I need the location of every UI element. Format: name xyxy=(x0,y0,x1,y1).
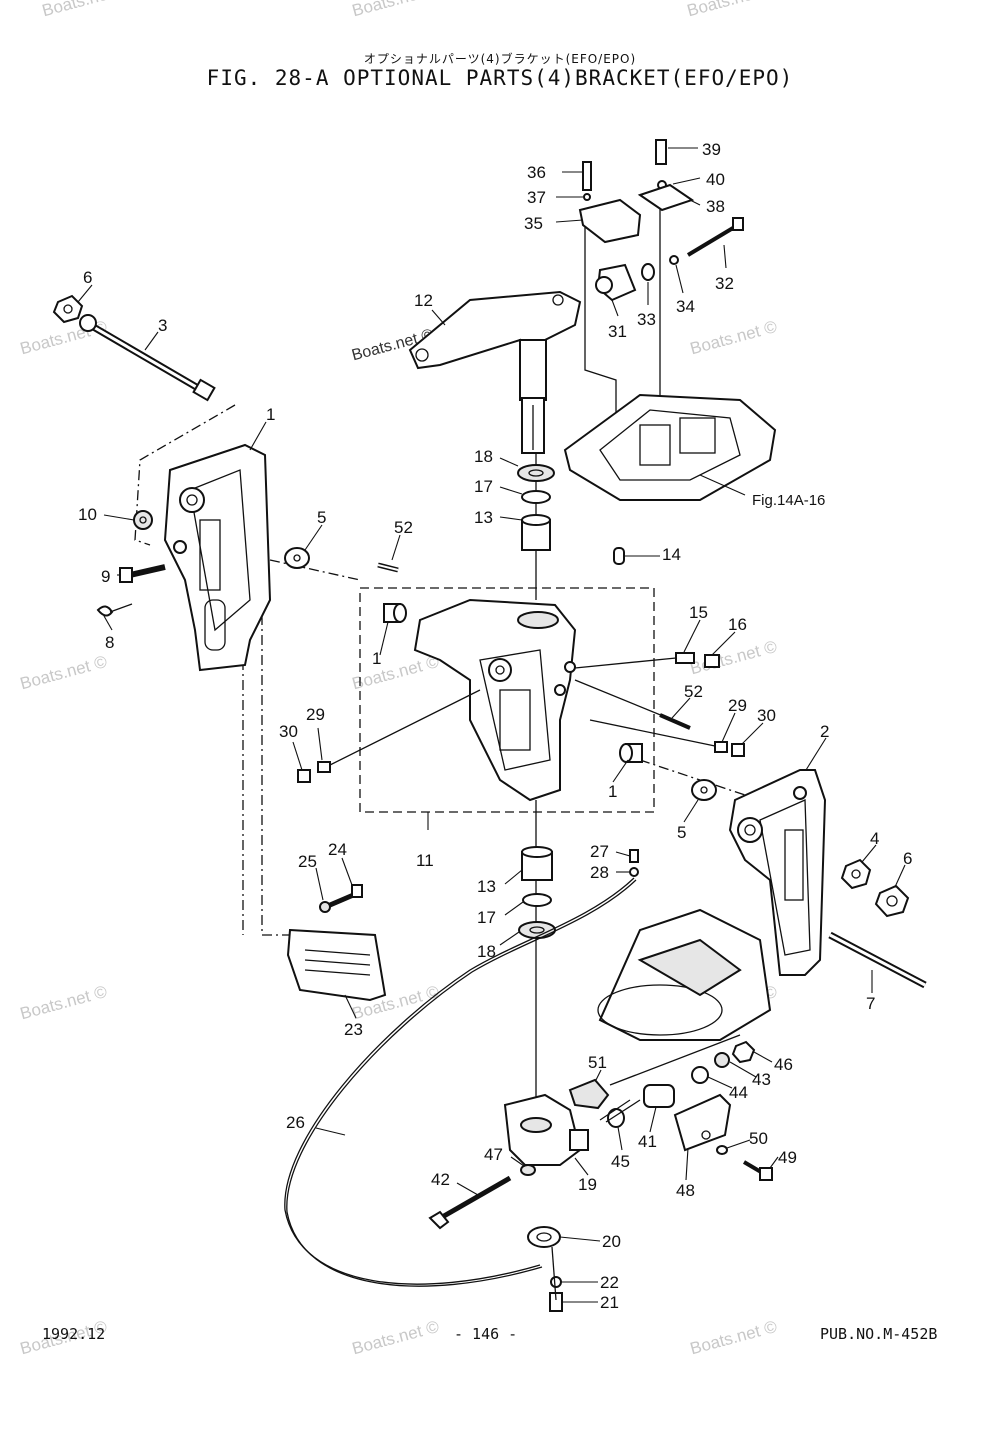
callout-40: 40 xyxy=(706,170,725,189)
callout-23: 23 xyxy=(344,1020,363,1039)
callout-45: 45 xyxy=(611,1152,630,1171)
figure-subtitle-japanese: オプショナルパーツ(4)ブラケット(EFO/EPO) xyxy=(363,52,637,66)
callout-30: 30 xyxy=(757,706,776,725)
callout-17: 17 xyxy=(474,477,493,496)
callout-10: 10 xyxy=(78,505,97,524)
callout-6b: 6 xyxy=(903,849,912,868)
callout-43: 43 xyxy=(752,1070,771,1089)
callout-42: 42 xyxy=(431,1170,450,1189)
figure-title: FIG. 28-A OPTIONAL PARTS(4)BRACKET(EFO/E… xyxy=(206,66,794,90)
callout-11: 11 xyxy=(416,851,434,870)
callout-29: 29 xyxy=(728,696,747,715)
subassembly-box xyxy=(359,587,655,813)
callout-46: 46 xyxy=(774,1055,793,1074)
footer-page-number: - 146 - xyxy=(454,1325,518,1343)
callout-25: 25 xyxy=(298,852,317,871)
callout-4: 4 xyxy=(870,829,879,848)
callout-14: 14 xyxy=(662,545,681,564)
callout-44: 44 xyxy=(729,1083,748,1102)
callout-34: 34 xyxy=(676,297,695,316)
callout-24: 24 xyxy=(328,840,347,859)
callout-36: 36 xyxy=(527,163,546,182)
footer-date: 1992.12 xyxy=(42,1325,106,1343)
callout-19: 19 xyxy=(578,1175,597,1194)
callout-18b: 18 xyxy=(477,942,496,961)
callout-12: 12 xyxy=(414,291,433,310)
callout-5b: 5 xyxy=(677,823,686,842)
callout-37: 37 xyxy=(527,188,546,207)
callout-52b: 52 xyxy=(684,682,703,701)
callout-9: 9 xyxy=(101,567,110,586)
callout-17b: 17 xyxy=(477,908,496,927)
callout-5: 5 xyxy=(317,508,326,527)
callout-29b: 29 xyxy=(306,705,325,724)
callout-22: 22 xyxy=(600,1273,619,1292)
callout-28: 28 xyxy=(590,863,609,882)
callout-26: 26 xyxy=(286,1113,305,1132)
callout-1b: 1 xyxy=(372,649,381,668)
callout-13: 13 xyxy=(474,508,493,527)
callout-6: 6 xyxy=(83,268,92,287)
callout-20: 20 xyxy=(602,1232,621,1251)
callout-15: 15 xyxy=(689,603,708,622)
callout-13b: 13 xyxy=(477,877,496,896)
callout-32: 32 xyxy=(715,274,734,293)
footer-publication-number: PUB.NO.M-452B xyxy=(820,1325,938,1343)
callout-49: 49 xyxy=(778,1148,797,1167)
callout-30b: 30 xyxy=(279,722,298,741)
callout-16: 16 xyxy=(728,615,747,634)
callout-41: 41 xyxy=(638,1132,657,1151)
callout-8: 8 xyxy=(105,633,114,652)
callout-50: 50 xyxy=(749,1129,768,1148)
callout-1c: 1 xyxy=(608,782,617,801)
callout-39: 39 xyxy=(702,140,721,159)
callout-3: 3 xyxy=(158,316,167,335)
figure-reference: Fig.14A-16 xyxy=(752,492,825,509)
callout-52: 52 xyxy=(394,518,413,537)
callout-31: 31 xyxy=(608,322,627,341)
callout-1: 1 xyxy=(266,405,275,424)
callout-33: 33 xyxy=(637,310,656,329)
callout-47: 47 xyxy=(484,1145,503,1164)
callout-38: 38 xyxy=(706,197,725,216)
callout-48: 48 xyxy=(676,1181,695,1200)
callout-21: 21 xyxy=(600,1293,619,1312)
callout-7: 7 xyxy=(866,994,875,1013)
callout-27: 27 xyxy=(590,842,609,861)
callout-2: 2 xyxy=(820,722,829,741)
callout-51: 51 xyxy=(588,1053,607,1072)
callout-35: 35 xyxy=(524,214,543,233)
callout-18: 18 xyxy=(474,447,493,466)
